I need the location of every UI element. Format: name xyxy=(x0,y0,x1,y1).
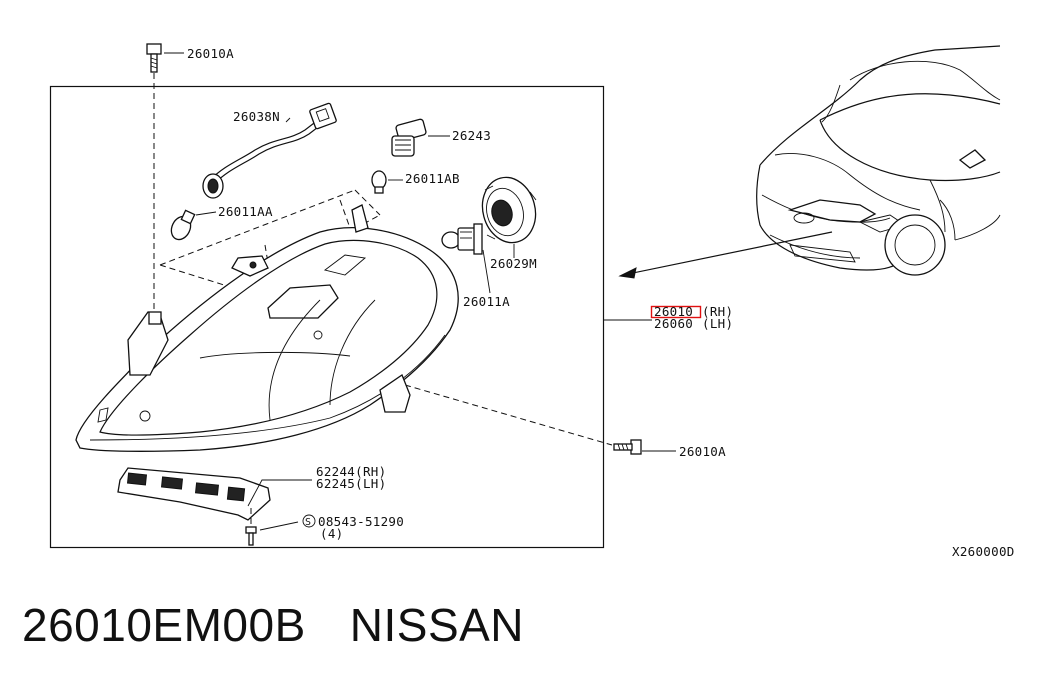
headlamp-assembly-icon xyxy=(75,204,459,452)
caption-brand: NISSAN xyxy=(349,599,525,651)
screw-symbol: S xyxy=(305,517,311,528)
bracket-icon xyxy=(117,467,271,521)
callout-headlamp-rh-side: (RH) xyxy=(702,304,733,319)
part-highlight-box xyxy=(650,305,702,319)
side-bulb-icon xyxy=(170,209,196,241)
callout-socket: 26243 xyxy=(452,128,491,143)
screw-icon xyxy=(245,526,257,546)
harness-icon xyxy=(202,102,337,199)
callout-headlamp-rh-part: 26010 xyxy=(654,304,693,319)
bolt-top-icon xyxy=(146,43,162,73)
callout-screw-qty: (4) xyxy=(320,526,343,541)
callout-harness: 26038N xyxy=(233,109,280,124)
callout-bolt-right: 26010A xyxy=(679,444,726,459)
screw-symbol-icon xyxy=(302,514,316,528)
bolt-right-icon xyxy=(613,439,642,455)
cap-icon xyxy=(481,176,537,244)
callout-bracket-lh: 62245(LH) xyxy=(316,476,386,491)
callout-bracket-rh: 62244(RH) xyxy=(316,464,386,479)
callout-bolt-top: 26010A xyxy=(187,46,234,61)
callout-cap: 26029M xyxy=(490,256,537,271)
socket-icon xyxy=(391,118,427,157)
diagram-code: X260000D xyxy=(952,544,1015,559)
small-bulb-icon xyxy=(371,170,387,194)
callout-headlamp-lh-part: 26060 xyxy=(654,316,693,331)
callout-screw: 08543-51290 xyxy=(318,514,404,529)
callout-headlamp-lh-side: (LH) xyxy=(702,316,733,331)
main-bulb-icon xyxy=(441,223,483,255)
part-caption: 26010EM00B NISSAN xyxy=(22,598,524,652)
caption-part-number: 26010EM00B xyxy=(22,599,306,651)
vehicle-icon xyxy=(756,45,1001,276)
callout-main-bulb: 26011A xyxy=(463,294,510,309)
assembly-frame xyxy=(49,85,605,549)
callout-small-bulb: 26011AB xyxy=(405,171,460,186)
callout-side-bulb: 26011AA xyxy=(218,204,273,219)
